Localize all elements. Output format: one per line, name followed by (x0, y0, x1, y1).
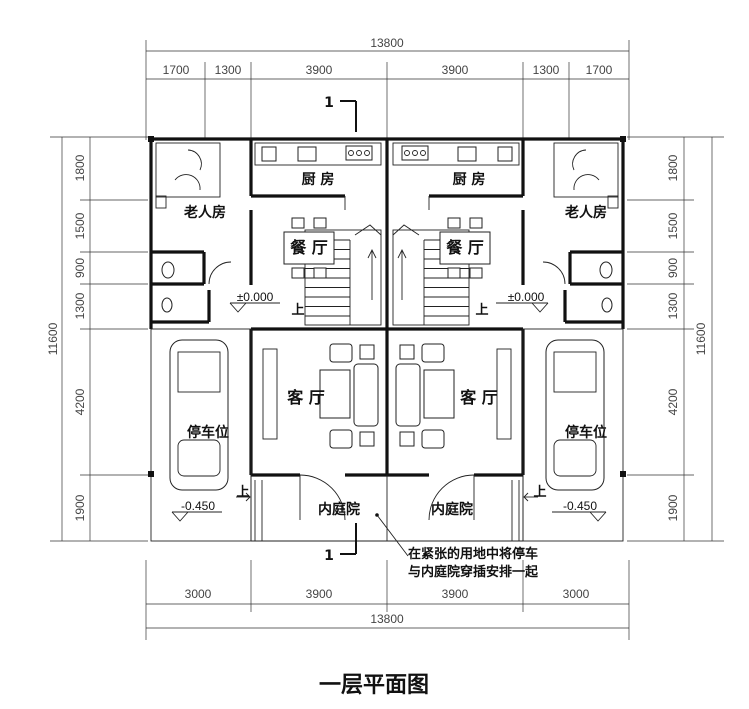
dim-left-total: 11600 (46, 322, 60, 355)
dim-left-5: 4200 (73, 388, 87, 415)
kitchen-fixtures (254, 100, 520, 555)
living-right-label: 客 厅 (460, 388, 498, 407)
kitchen-left-label: 厨 房 (302, 171, 335, 188)
dining-furniture (283, 217, 491, 279)
dim-bottom-2: 3900 (306, 587, 333, 601)
stove-icon (401, 145, 429, 161)
dim-left-4: 1300 (73, 292, 87, 319)
dim-right-5: 4200 (666, 388, 680, 415)
dim-top-6: 1700 (586, 63, 613, 77)
dim-right-6: 1900 (666, 494, 680, 521)
toilet-icon (599, 261, 613, 279)
dining-table-right (439, 231, 491, 265)
sink-icon (457, 146, 477, 162)
dim-bottom-3: 3900 (442, 587, 469, 601)
dining-left-label: 餐 厅 (289, 238, 328, 257)
dim-top-1: 1700 (163, 63, 190, 77)
annotation: 在紧张的用地中将停车 与内庭院穿插安排一起 (408, 546, 539, 580)
dim-right-3: 900 (666, 258, 680, 278)
elder-room-left-label: 老人房 (184, 204, 226, 221)
dimension-lines (50, 40, 724, 640)
floor-level-left: ±0.000 (237, 290, 274, 304)
stair-up-label: 上 (475, 303, 488, 318)
basin-icon (601, 297, 613, 313)
parking-level-right: -0.450 (563, 499, 597, 513)
car-icon (545, 339, 605, 491)
dim-right-total: 11600 (694, 322, 708, 355)
stair-up-labels: 上 上 上 上 (236, 303, 546, 500)
section-labels: 1 1 (324, 95, 334, 564)
stove-icon (345, 145, 373, 161)
toilet-icon (161, 261, 175, 279)
dim-left-3: 900 (73, 258, 87, 278)
parking-left-label: 停车位 (187, 424, 229, 441)
dim-bottom-total: 13800 (370, 612, 404, 626)
dim-top-2: 1300 (215, 63, 242, 77)
dim-right-4: 1300 (666, 292, 680, 319)
courtyard-left-label: 内庭院 (318, 501, 360, 518)
dim-bottom-4: 3000 (563, 587, 590, 601)
dim-top-total: 13800 (370, 36, 404, 50)
annotation-line-2: 与内庭院穿插安排一起 (408, 564, 539, 580)
sofa-right (395, 363, 421, 427)
courtyard-right-label: 内庭院 (431, 501, 473, 518)
dimension-texts: 13800 1700 1300 3900 3900 1300 1700 3000… (46, 36, 708, 626)
parking-right-label: 停车位 (565, 424, 607, 441)
dim-right-2: 1500 (666, 212, 680, 239)
cars (169, 339, 605, 491)
elder-room-right-label: 老人房 (565, 204, 607, 221)
level-labels: ±0.000 ±0.000 -0.450 -0.450 (181, 290, 597, 513)
living-left-label: 客 厅 (287, 388, 325, 407)
car-icon (169, 339, 229, 491)
sink-icon (297, 146, 317, 162)
annotation-line-1: 在紧张的用地中将停车 (408, 546, 538, 562)
stair-up-label: 上 (291, 303, 304, 318)
dim-left-1: 1800 (73, 154, 87, 181)
dim-left-6: 1900 (73, 494, 87, 521)
coffee-table-right (423, 369, 455, 419)
dim-top-5: 1300 (533, 63, 560, 77)
floor-level-right: ±0.000 (508, 290, 545, 304)
kitchen-right-label: 厨 房 (453, 171, 486, 188)
coffee-table-left (319, 369, 351, 419)
dim-top-3: 3900 (306, 63, 333, 77)
section-mark-bottom: 1 (324, 548, 334, 564)
dim-top-4: 3900 (442, 63, 469, 77)
dim-bottom-1: 3000 (185, 587, 212, 601)
section-mark-top: 1 (324, 95, 334, 111)
basin-icon (161, 297, 173, 313)
bath-fixtures (155, 142, 619, 313)
room-labels: 厨 房 厨 房 老人房 老人房 餐 厅 餐 厅 客 厅 客 厅 停车位 停车位 … (184, 171, 607, 518)
step-up-label: 上 (236, 485, 249, 500)
dim-left-2: 1500 (73, 212, 87, 239)
drawing-title: 一层平面图 (319, 673, 429, 698)
thin-outlines (148, 136, 626, 542)
step-up-label: 上 (533, 485, 546, 500)
living-furniture (262, 343, 512, 449)
dim-right-1: 1800 (666, 154, 680, 181)
level-markers (171, 302, 607, 522)
annotation-leader (376, 514, 409, 557)
doors (299, 196, 475, 521)
dining-right-label: 餐 厅 (445, 238, 484, 257)
sofa-left (353, 363, 379, 427)
dining-table-left (283, 231, 335, 265)
parking-level-left: -0.450 (181, 499, 215, 513)
